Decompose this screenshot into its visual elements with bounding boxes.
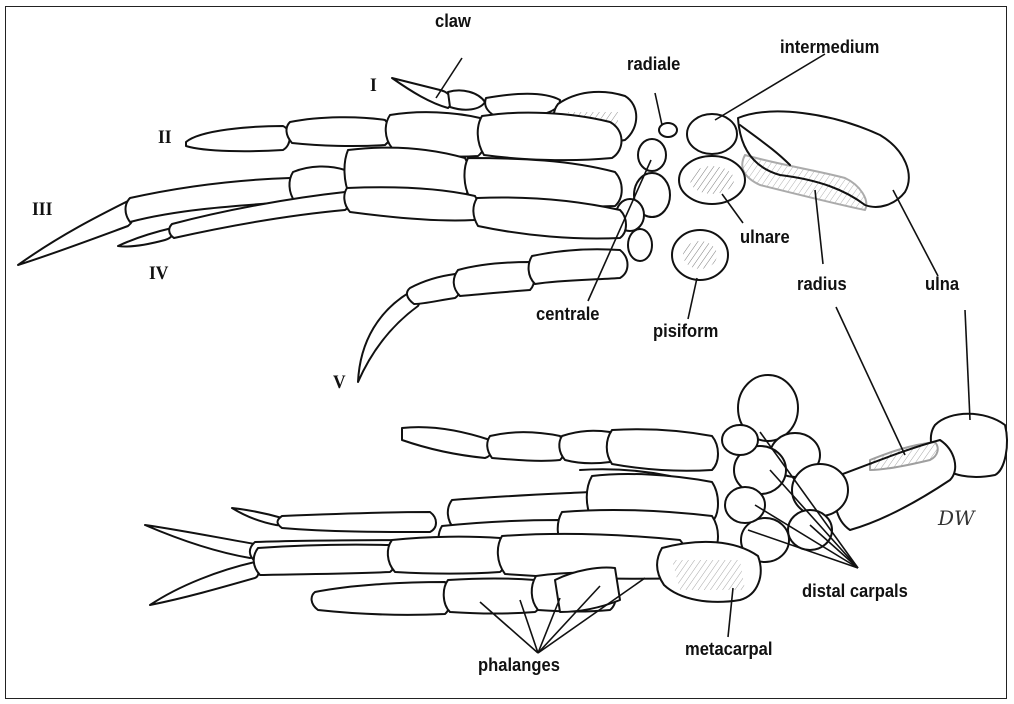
label-claw: claw (435, 12, 471, 30)
top-digit-II (186, 126, 290, 151)
label-pisiform: pisiform (653, 322, 718, 340)
label-digit-II: II (158, 128, 172, 147)
label-digit-I: I (370, 76, 377, 95)
top-centrale-bone (638, 139, 666, 171)
label-radius: radius (797, 275, 847, 293)
top-digit-I-claw (392, 78, 452, 108)
label-digit-III: III (32, 200, 52, 219)
top-radiale-bone (659, 123, 677, 137)
top-digit-IV (118, 228, 173, 247)
label-intermedium: intermedium (780, 38, 879, 56)
label-digit-V: V (333, 373, 346, 392)
top-intermedium-bone (687, 114, 737, 154)
artist-signature: DW (938, 506, 975, 530)
top-digit-V (358, 292, 420, 382)
label-ulna: ulna (925, 275, 959, 293)
bottom-hand (145, 375, 1007, 615)
label-radiale: radiale (627, 55, 680, 73)
label-phalanges: phalanges (478, 656, 560, 674)
label-centrale: centrale (536, 305, 600, 323)
label-ulnare: ulnare (740, 228, 790, 246)
label-digit-IV: IV (149, 264, 168, 283)
label-distal-carpals: distal carpals (802, 582, 908, 600)
label-metacarpal: metacarpal (685, 640, 772, 658)
